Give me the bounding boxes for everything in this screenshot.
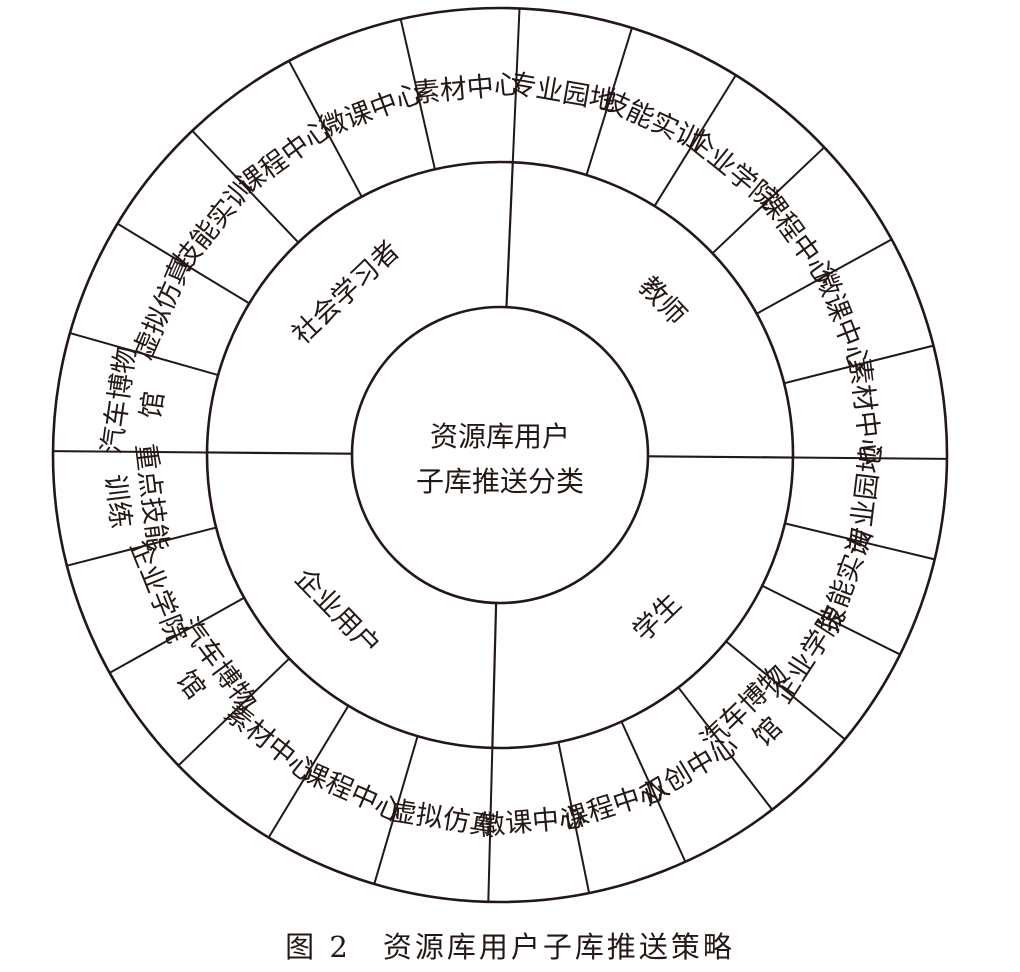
user-group-label: 学生 (627, 588, 687, 648)
resource-divider (399, 18, 436, 170)
resource-divider (761, 584, 901, 656)
resource-divider (66, 526, 217, 567)
resource-divider (177, 657, 290, 767)
resource-divider (725, 640, 846, 741)
resource-item-line-2: 训练 (99, 473, 136, 530)
resource-divider (784, 522, 935, 561)
resource-divider (711, 146, 825, 255)
resource-divider (487, 747, 494, 902)
group-divider (505, 162, 514, 308)
resource-item-line-1: 素材中心 (412, 69, 522, 110)
resource-divider (620, 721, 687, 863)
center-title-line-2: 子库推送分类 (416, 465, 584, 498)
group-divider (491, 602, 498, 748)
center-circle-outline (350, 305, 650, 605)
resource-item-line-1: 微课中心 (315, 77, 427, 144)
resource-divider (69, 332, 219, 377)
user-group-label: 教师 (632, 271, 692, 332)
resource-divider (53, 450, 208, 454)
outer-ring-boundary (51, 6, 949, 904)
resource-item-line-1: 重点技能 (129, 442, 173, 553)
resource-divider (116, 222, 250, 305)
center-circle: 资源库用户 子库推送分类 (350, 305, 650, 605)
resource-divider (267, 705, 350, 839)
center-title-line-1: 资源库用户 (430, 420, 570, 453)
resource-item: 素材中心 (412, 69, 522, 110)
resource-divider (677, 686, 773, 811)
resource-divider (783, 344, 934, 385)
resource-item-line-1: 企业学院 (123, 536, 192, 648)
group-divider (647, 455, 793, 459)
resource-divider (653, 74, 737, 207)
push-strategy-diagram: 专业园地技能实训企业学院课程中心微课中心素材中心专业园地技能实训企业学院汽车博物… (51, 6, 949, 904)
resource-divider (585, 27, 633, 176)
figure-caption: 图 2 资源库用户子库推送策略 (285, 930, 735, 964)
resource-item-line-1: 汽车博物 (96, 345, 142, 456)
resource-divider (109, 596, 245, 674)
group-divider (207, 451, 353, 455)
resource-item: 企业学院 (123, 536, 192, 648)
user-group-label: 社会学习者 (287, 235, 406, 350)
resource-divider (511, 8, 521, 163)
resource-divider (373, 735, 419, 885)
resource-divider (792, 456, 947, 460)
resource-ring: 专业园地技能实训企业学院课程中心微课中心素材中心专业园地技能实训企业学院汽车博物… (53, 8, 947, 902)
resource-item: 微课中心 (315, 77, 427, 144)
resource-item-line-2: 馆 (136, 390, 171, 421)
resource-divider (557, 741, 591, 894)
resource-divider (288, 60, 363, 198)
resource-divider (191, 130, 300, 244)
middle-ring-boundary (205, 160, 795, 750)
user-group-label: 企业用户 (288, 563, 385, 662)
resource-divider (756, 238, 893, 315)
